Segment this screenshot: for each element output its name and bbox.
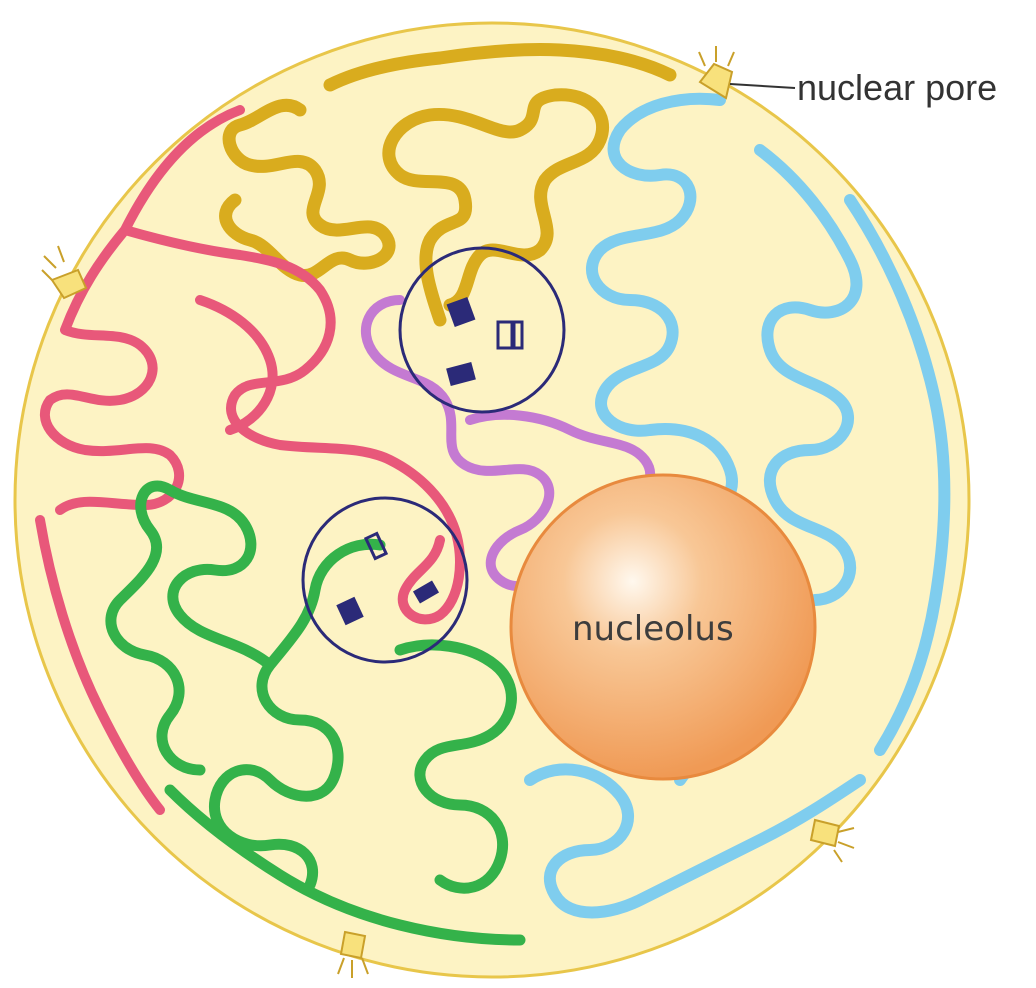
nuclear-pore-label: nuclear pore: [797, 67, 997, 108]
nuclear-pore-leader-line: [730, 84, 795, 88]
nuclear-pore-icon: [811, 820, 854, 862]
nucleolus-label: nucleolus: [572, 609, 734, 649]
nuclear-pore-icon: [42, 246, 86, 298]
